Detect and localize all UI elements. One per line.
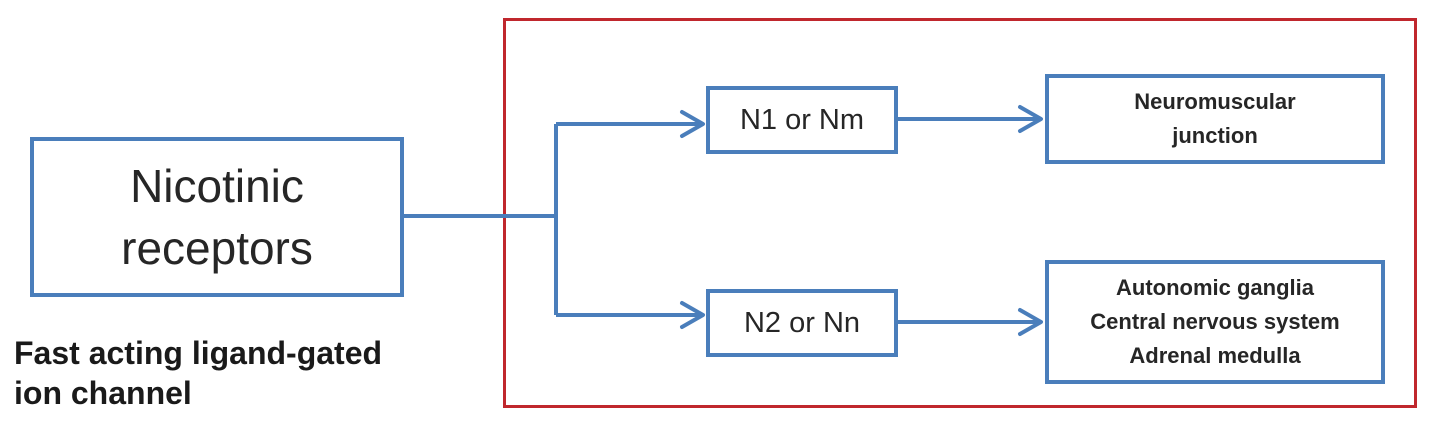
n2-target-autonomic-ganglia: Autonomic ganglia [1116,275,1314,300]
arrow-n2-to-autonomic [898,308,1043,336]
subtype-highlight-frame [503,18,1417,408]
n2-target-central-nervous-system: Central nervous system [1090,309,1340,334]
n2-subtype-node: N2 or Nn [706,289,898,357]
caption-line-1: Fast acting ligand-gated [14,335,383,371]
n2-subtype-label: N2 or Nn [743,306,861,339]
caption-line-2: ion channel [14,375,192,411]
main-node-line-2: receptors [121,222,313,274]
n1-target-line-1: Neuromuscular [1134,89,1296,114]
nicotinic-receptors-node: Nicotinic receptors [30,137,404,297]
n1-subtype-label: N1 or Nm [739,103,865,136]
arrow-n1-to-neuromuscular [898,105,1043,133]
arrow-to-n2 [556,301,705,329]
n2-target-adrenal-medulla: Adrenal medulla [1129,343,1301,368]
n1-target-line-2: junction [1172,123,1258,148]
n1-subtype-node: N1 or Nm [706,86,898,154]
receptor-caption: Fast acting ligand-gated ion channel [14,333,382,413]
neuromuscular-junction-node: Neuromuscular junction [1045,74,1385,164]
autonomic-targets-node: Autonomic ganglia Central nervous system… [1045,260,1385,384]
main-node-line-1: Nicotinic [130,160,304,212]
arrow-to-n1 [556,110,705,138]
